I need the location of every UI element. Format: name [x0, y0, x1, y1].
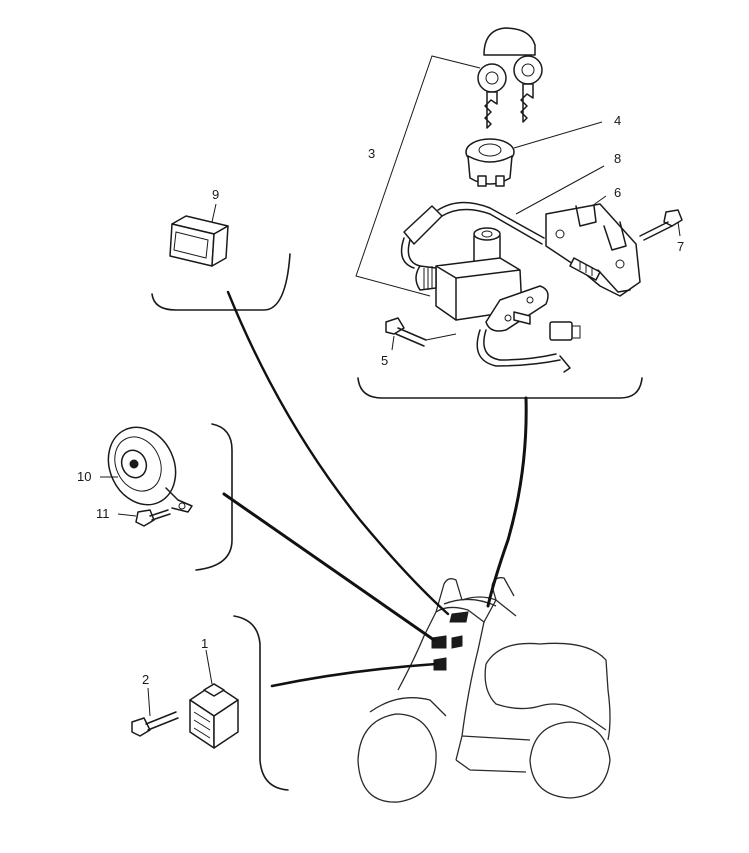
bolt-2 — [131, 711, 179, 737]
key-set — [477, 27, 543, 129]
callout-11: 11 — [96, 506, 110, 521]
main-switch-body — [415, 227, 549, 332]
lead-line-11 — [117, 513, 137, 517]
lead-line-2 — [147, 687, 151, 717]
callout-9: 9 — [212, 187, 219, 202]
lead-line-7 — [677, 221, 681, 237]
callout-2: 2 — [142, 672, 149, 687]
scooter-outline — [357, 577, 611, 803]
main-switch-group — [355, 27, 683, 399]
connector-relay-1 — [270, 662, 438, 688]
marker-relay-1 — [433, 657, 447, 671]
connector-relay-9 — [226, 290, 450, 616]
group-bracket-main-switch — [357, 377, 643, 399]
group-bracket-9 — [151, 253, 291, 311]
lead-line-3 — [355, 55, 481, 297]
horn-group — [100, 423, 233, 571]
cable-assembly — [400, 201, 545, 269]
callout-1: 1 — [201, 636, 208, 651]
relay-group-9 — [151, 203, 291, 311]
relay-group-1 — [131, 615, 289, 791]
lead-line-4 — [513, 121, 603, 149]
group-bracket-horn — [195, 423, 233, 571]
callout-10: 10 — [77, 469, 91, 484]
lead-line-6 — [591, 195, 607, 207]
bolt-11 — [135, 509, 171, 527]
callout-4: 4 — [614, 113, 621, 128]
callout-6: 6 — [614, 185, 621, 200]
bolt-5 — [385, 317, 427, 347]
lead-line-1 — [205, 649, 213, 685]
lock-cylinder-cap — [465, 138, 515, 187]
relay-9 — [169, 215, 229, 267]
callout-5: 5 — [381, 353, 388, 368]
lead-line-8 — [515, 165, 605, 215]
callout-3: 3 — [368, 146, 375, 161]
marker-switch — [451, 635, 463, 649]
callout-8: 8 — [614, 151, 621, 166]
switch-wire-harness — [476, 321, 581, 373]
seat-lock-bracket — [545, 203, 641, 297]
bolt-7 — [639, 209, 683, 241]
marker-relay-9 — [449, 611, 469, 623]
relay-1 — [189, 683, 239, 749]
marker-horn — [431, 635, 447, 649]
lead-line-5 — [391, 333, 457, 351]
horn-10 — [107, 426, 193, 513]
group-bracket-relay — [233, 615, 289, 791]
lead-line-9 — [211, 203, 217, 223]
connector-horn — [222, 492, 436, 642]
connector-main-switch — [486, 396, 528, 608]
callout-7: 7 — [677, 239, 684, 254]
